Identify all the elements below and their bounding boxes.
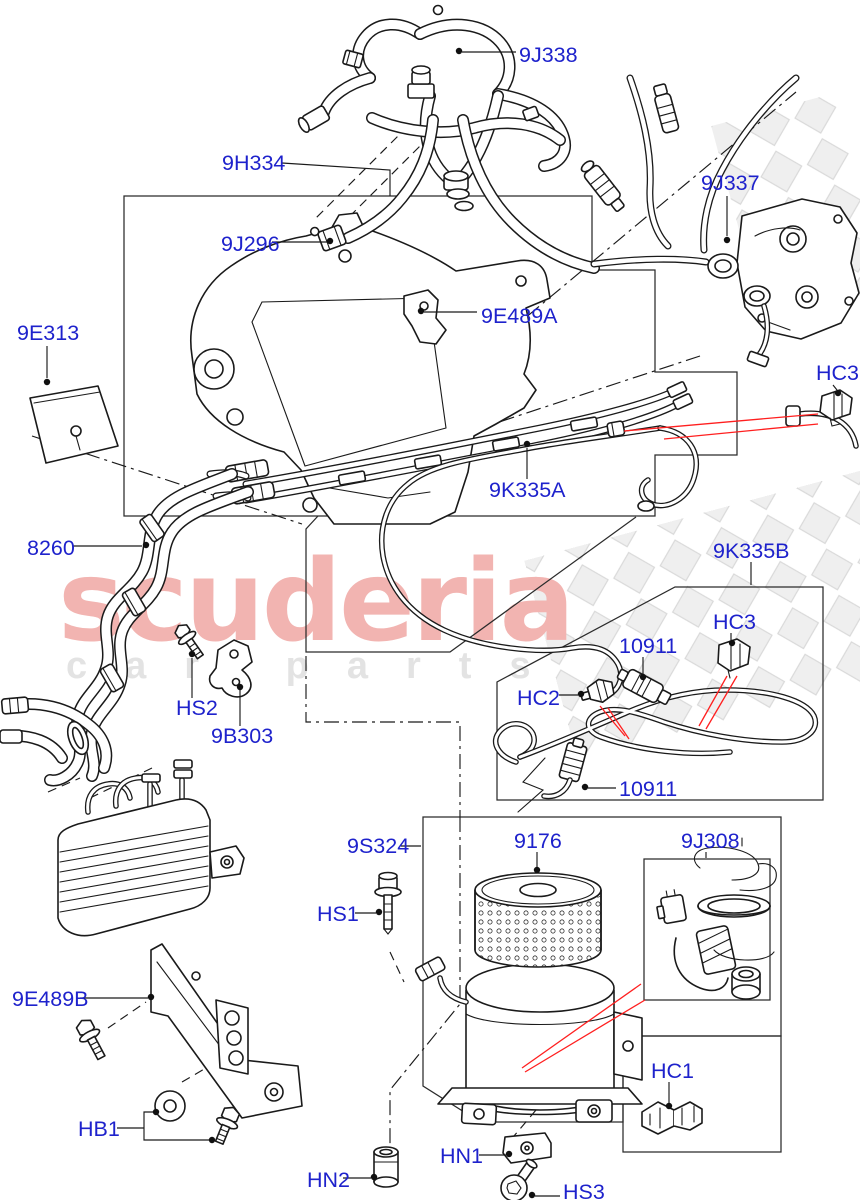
part-art-hs3-bolt xyxy=(500,1158,538,1200)
part-art-9j337-assembly xyxy=(580,74,860,368)
zone-boxes xyxy=(123,195,824,1153)
part-label-9h334[interactable]: 9H334 xyxy=(222,151,285,175)
part-label-hc3-box[interactable]: HC3 xyxy=(713,610,756,634)
part-art-hc3-clip-top xyxy=(819,389,853,427)
zone-box-9j308 xyxy=(643,858,771,1001)
part-label-hn2[interactable]: HN2 xyxy=(307,1168,350,1192)
red-pointer-lines xyxy=(521,413,819,1073)
part-art-hs1-bolt xyxy=(374,871,402,935)
part-art-9b303-bracket xyxy=(208,639,253,698)
leader-lines xyxy=(43,47,842,1199)
part-art-hn1-clamp xyxy=(502,1132,552,1164)
part-label-9k335a[interactable]: 9K335A xyxy=(489,478,566,502)
part-art-9j338-hose-assembly xyxy=(297,4,571,212)
part-art-8260-hoses xyxy=(0,468,254,787)
part-art-10911-connector-lower xyxy=(517,737,588,813)
part-label-10911-a[interactable]: 10911 xyxy=(619,634,677,658)
part-art-hn2-nut xyxy=(373,1146,399,1188)
zone-box-lower-hoses xyxy=(305,515,637,653)
part-art-9e489a-bracket xyxy=(403,289,447,345)
part-label-9e313[interactable]: 9E313 xyxy=(17,321,79,345)
part-label-9176[interactable]: 9176 xyxy=(514,829,562,853)
part-art-9k335b-tube xyxy=(492,687,819,765)
part-label-10911-b[interactable]: 10911 xyxy=(619,777,677,801)
part-label-9e489b[interactable]: 9E489B xyxy=(12,987,89,1011)
part-label-9j337[interactable]: 9J337 xyxy=(701,171,760,195)
part-art-hc3-clip-box xyxy=(717,638,751,679)
part-art-9j296-clamp xyxy=(309,224,347,252)
zone-box-hc1 xyxy=(622,1035,782,1153)
part-label-hn1[interactable]: HN1 xyxy=(440,1144,483,1168)
part-art-9j308-sender xyxy=(656,837,777,1000)
zone-box-9k335b xyxy=(496,586,824,801)
part-label-hs3[interactable]: HS3 xyxy=(563,1180,605,1200)
part-art-hs2-bolt xyxy=(174,624,204,660)
part-art-hc2-clip xyxy=(580,678,615,703)
part-art-fuel-cooler xyxy=(57,759,245,937)
part-art-9176-element xyxy=(474,872,602,968)
part-art-9e489b-bracket xyxy=(150,943,303,1119)
part-art-9e313-plate xyxy=(29,385,119,464)
part-art-9k335a-pipe xyxy=(378,420,699,697)
zone-box-9h334 xyxy=(123,195,738,517)
part-label-9s324[interactable]: 9S324 xyxy=(347,834,409,858)
part-label-8260[interactable]: 8260 xyxy=(27,536,75,560)
part-label-hs2[interactable]: HS2 xyxy=(176,696,218,720)
part-label-hc1[interactable]: HC1 xyxy=(651,1059,694,1083)
part-art-hb1-bolt-a xyxy=(75,1019,106,1061)
part-art-hb1-bolt-b xyxy=(214,1106,241,1145)
part-label-hc2[interactable]: HC2 xyxy=(517,686,560,710)
part-art-hb1-washer xyxy=(154,1090,186,1122)
part-labels: 9J338 9H334 9J296 9E489A 9J337 9E313 HC3… xyxy=(12,43,859,1200)
watermark-tagline: car parts xyxy=(66,645,569,687)
part-art-10911-connector-upper xyxy=(616,668,672,706)
part-label-9k335b[interactable]: 9K335B xyxy=(713,539,790,563)
part-label-hb1[interactable]: HB1 xyxy=(78,1117,120,1141)
part-label-hs1[interactable]: HS1 xyxy=(317,902,359,926)
part-label-9b303[interactable]: 9B303 xyxy=(211,724,273,748)
part-art-hc1-clip xyxy=(641,1101,703,1135)
part-label-9e489a[interactable]: 9E489A xyxy=(481,304,558,328)
part-label-hc3-top[interactable]: HC3 xyxy=(816,361,859,385)
part-label-9j296[interactable]: 9J296 xyxy=(221,232,280,256)
part-label-9j308[interactable]: 9J308 xyxy=(681,829,740,853)
part-label-9j338[interactable]: 9J338 xyxy=(519,43,578,67)
